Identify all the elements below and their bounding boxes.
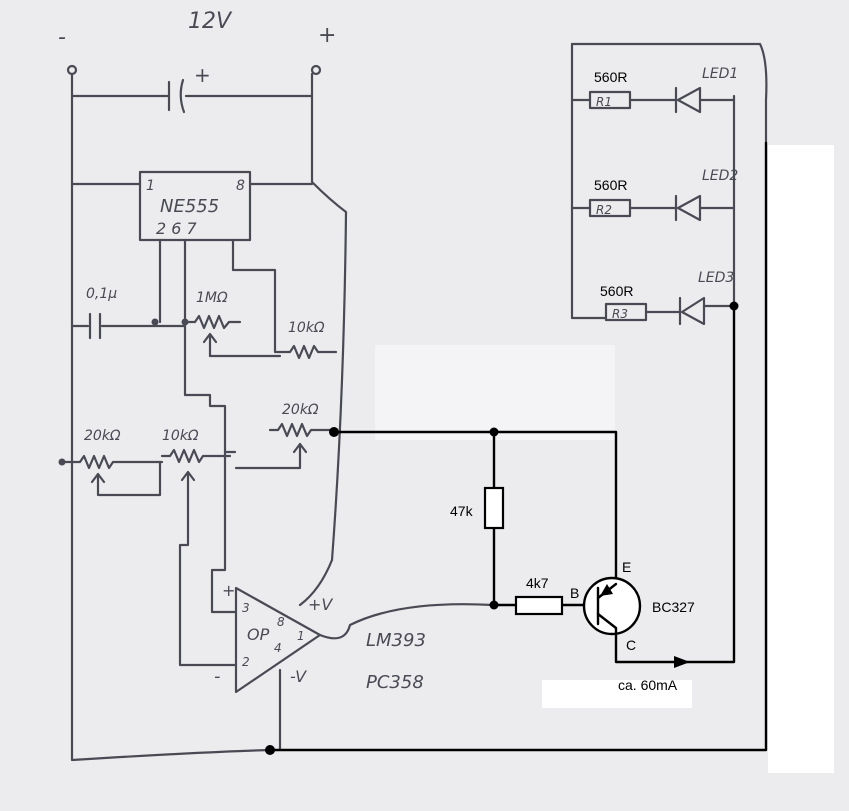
pot-10k-to-opamp — [178, 493, 238, 667]
led-row-2-led-ref: LED2 — [702, 168, 738, 184]
ne555-label: NE555 — [160, 196, 219, 217]
opamp-pin8-label: 8 — [277, 615, 285, 629]
timing-cap-plates — [88, 312, 102, 340]
terminal-minus — [66, 64, 78, 76]
opamp-plus-label: + — [222, 581, 235, 600]
node-supply — [329, 427, 339, 437]
white-panel-bottom — [542, 680, 692, 708]
pot-1m-body — [183, 314, 242, 330]
wire-supply-to-emitter — [332, 430, 618, 586]
node-ground — [265, 745, 275, 755]
wire-ground-return — [268, 141, 768, 752]
led-row-1-diode — [674, 86, 702, 114]
pot-1m-label: 1MΩ — [196, 290, 228, 306]
resistor-4k7 — [514, 595, 564, 616]
cap-value-label: 0,1µ — [86, 286, 117, 302]
label-pin-e: E — [622, 559, 631, 575]
label-pin-b: B — [570, 585, 579, 601]
label-pin-c: C — [626, 637, 636, 653]
pot-10k-left-label: 10kΩ — [162, 428, 199, 444]
driver-circuit: 47k 4k7 BC327 E B C ca. 60mA — [265, 141, 768, 755]
current-arrow — [674, 656, 690, 668]
terminal-plus — [310, 64, 322, 76]
supply-capacitor-plate-b — [179, 78, 186, 114]
res-10k-top-label: 10kΩ — [288, 320, 325, 336]
led-row-1-res-value: 560R — [594, 69, 627, 85]
pot-10k-left-body — [160, 448, 232, 464]
node-pullup-top — [489, 427, 499, 437]
led-row-2-res-value: 560R — [594, 177, 627, 193]
led-row-2: 560R R2 LED2 — [570, 168, 738, 222]
node-base — [489, 600, 499, 610]
supply-voltage-label: 12V — [188, 9, 233, 34]
pot-20k-mid-wiper — [234, 442, 308, 470]
hand-labels: 12V - + + NE555 1 8 2 6 7 0,1µ 1MΩ 10kΩ … — [58, 9, 426, 693]
label-4k7: 4k7 — [526, 575, 549, 591]
led-row-2-diode — [674, 194, 702, 222]
label-47k: 47k — [450, 503, 474, 519]
opamp-pin1-label: 1 — [297, 629, 305, 643]
pot-20k-left-body — [60, 454, 164, 470]
opamp-minus-label: - — [214, 666, 221, 687]
opamp-pin4-label: 4 — [274, 641, 282, 655]
led-row-3-wires — [644, 304, 736, 314]
label-bc327: BC327 — [652, 599, 695, 615]
pot-1m-lower-wire — [208, 344, 338, 360]
transistor-collector-lead — [596, 304, 736, 664]
node-led-return — [729, 301, 739, 311]
opamp-triangle — [234, 586, 322, 694]
supply-minus-label: - — [58, 25, 66, 50]
led-row-1-resistor — [588, 90, 632, 110]
right-rail — [298, 94, 348, 607]
opamp-pin3-label: 3 — [242, 601, 250, 615]
pot-1m-wiper — [202, 332, 218, 358]
label-current: ca. 60mA — [618, 677, 678, 693]
opamp-model-a-label: LM393 — [366, 630, 426, 651]
opamp-pin2-label: 2 — [242, 655, 250, 669]
ne555-pin1-label: 1 — [146, 178, 155, 194]
pot-20k-left-label: 20kΩ — [84, 428, 121, 444]
pot-20k-mid-label: 20kΩ — [282, 402, 319, 418]
mid-to-opamp-plus — [210, 450, 238, 614]
led-row-1-res-ref: R1 — [596, 95, 612, 109]
cap-plus-label: + — [194, 63, 211, 87]
ne555-pins-bottom-label: 2 6 7 — [156, 219, 198, 238]
pot-20k-mid-body — [268, 422, 336, 438]
white-panel-center — [375, 345, 615, 440]
led-row-1: 560R R1 LED1 — [570, 66, 738, 114]
opamp-output-wire — [318, 603, 495, 640]
left-rail — [70, 94, 272, 762]
opamp-label: OP — [247, 625, 270, 644]
ne555-chip — [138, 170, 252, 242]
led-row-3-diode — [678, 296, 706, 326]
opamp-vminus-label: -V — [290, 667, 307, 686]
led-row-3-res-ref: R3 — [612, 307, 628, 321]
opamp-model-b-label: PC358 — [366, 672, 424, 693]
led-row-2-res-ref: R2 — [596, 203, 612, 217]
junction-a — [151, 318, 159, 326]
resistor-47k — [483, 486, 505, 530]
led-row-3-led-ref: LED3 — [698, 270, 734, 286]
led-row-2-resistor — [588, 198, 632, 218]
led-bank-left-bus — [570, 42, 608, 320]
supply-capacitor-wires — [70, 72, 314, 98]
hand-drawn-circuit — [58, 64, 495, 762]
ne555-pin7-wire — [231, 238, 282, 354]
led-row-3-resistor — [604, 302, 648, 322]
led-row-3: 560R R3 LED3 — [600, 270, 736, 326]
pot-20k-left-wiper — [90, 460, 162, 497]
led-bank-top-wire — [570, 42, 768, 145]
rail-junction-c — [58, 458, 66, 466]
transistor-emitter-arrow — [600, 584, 613, 596]
supply-plus-label: + — [318, 23, 336, 48]
led-row-1-led-ref: LED1 — [702, 66, 738, 82]
white-panel-right — [768, 145, 834, 773]
led-bank: 560R R1 LED1 560R R2 LED2 560R R3 LED3 — [570, 42, 768, 326]
pot-10k-left-wiper — [180, 470, 196, 497]
ne555-pin8-label: 8 — [236, 178, 245, 194]
led-row-3-res-value: 560R — [600, 283, 633, 299]
opamp-vplus-label: +V — [308, 595, 333, 614]
